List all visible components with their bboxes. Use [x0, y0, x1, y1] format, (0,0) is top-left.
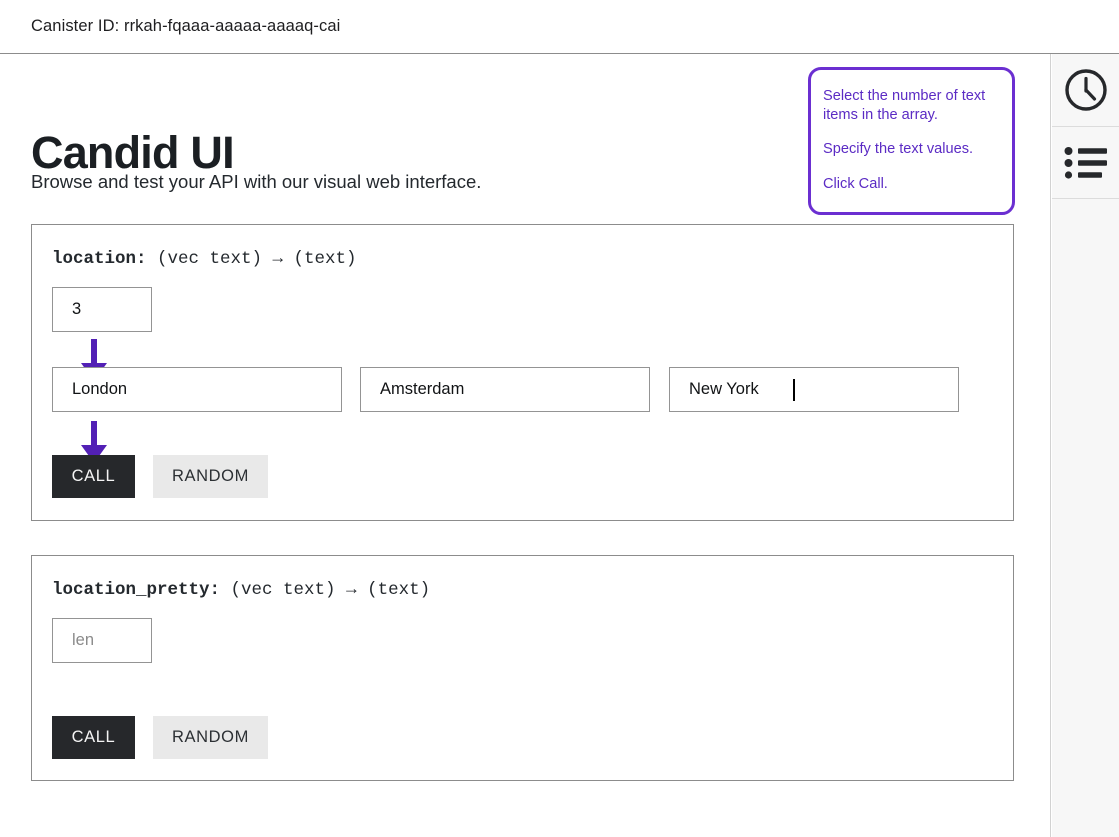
array-length-input[interactable]	[52, 287, 152, 332]
main-content: Candid UI Browse and test your API with …	[0, 54, 1051, 837]
annotation-arrow-down-to-call	[81, 421, 107, 463]
random-button-location[interactable]: RANDOM	[153, 455, 268, 498]
method-signature-location-pretty: location_pretty: (vec text) → (text)	[52, 580, 430, 600]
right-sidebar	[1052, 54, 1119, 837]
method-name: location_pretty:	[52, 580, 221, 600]
sidebar-item-history[interactable]	[1052, 54, 1119, 127]
method-signature-text: (vec text) → (text)	[230, 580, 431, 600]
text-item-input-3[interactable]	[669, 367, 959, 412]
callout-line-1: Select the number of text items in the a…	[823, 88, 986, 123]
method-panel-location: location: (vec text) → (text) CALL RANDO…	[31, 224, 1014, 521]
text-item-input-2[interactable]	[360, 367, 650, 412]
call-button-location-pretty[interactable]: CALL	[52, 716, 135, 759]
clock-icon	[1064, 69, 1107, 111]
sidebar-item-methods-list[interactable]	[1052, 127, 1119, 199]
array-length-input-pretty[interactable]	[52, 618, 152, 663]
method-signature-location: location: (vec text) → (text)	[52, 249, 357, 269]
method-signature-text: (vec text) → (text)	[157, 249, 357, 269]
page-subtitle: Browse and test your API with our visual…	[31, 171, 482, 192]
canister-bar: Canister ID: rrkah-fqaaa-aaaaa-aaaaq-cai	[0, 0, 1119, 54]
method-panel-location-pretty: location_pretty: (vec text) → (text) CAL…	[31, 555, 1014, 781]
callout-line-3: Click Call.	[823, 176, 888, 193]
canister-id-label: Canister ID: rrkah-fqaaa-aaaaa-aaaaq-cai	[31, 17, 341, 35]
text-item-input-1[interactable]	[52, 367, 342, 412]
instruction-callout: Select the number of text items in the a…	[808, 67, 1015, 215]
list-icon	[1064, 146, 1107, 179]
page-title: Candid UI	[31, 127, 235, 179]
text-cursor	[793, 379, 795, 401]
method-type	[147, 249, 158, 269]
method-name: location:	[52, 249, 147, 269]
call-button-location[interactable]: CALL	[52, 455, 135, 498]
callout-line-2: Specify the text values.	[823, 141, 974, 158]
random-button-location-pretty[interactable]: RANDOM	[153, 716, 268, 759]
